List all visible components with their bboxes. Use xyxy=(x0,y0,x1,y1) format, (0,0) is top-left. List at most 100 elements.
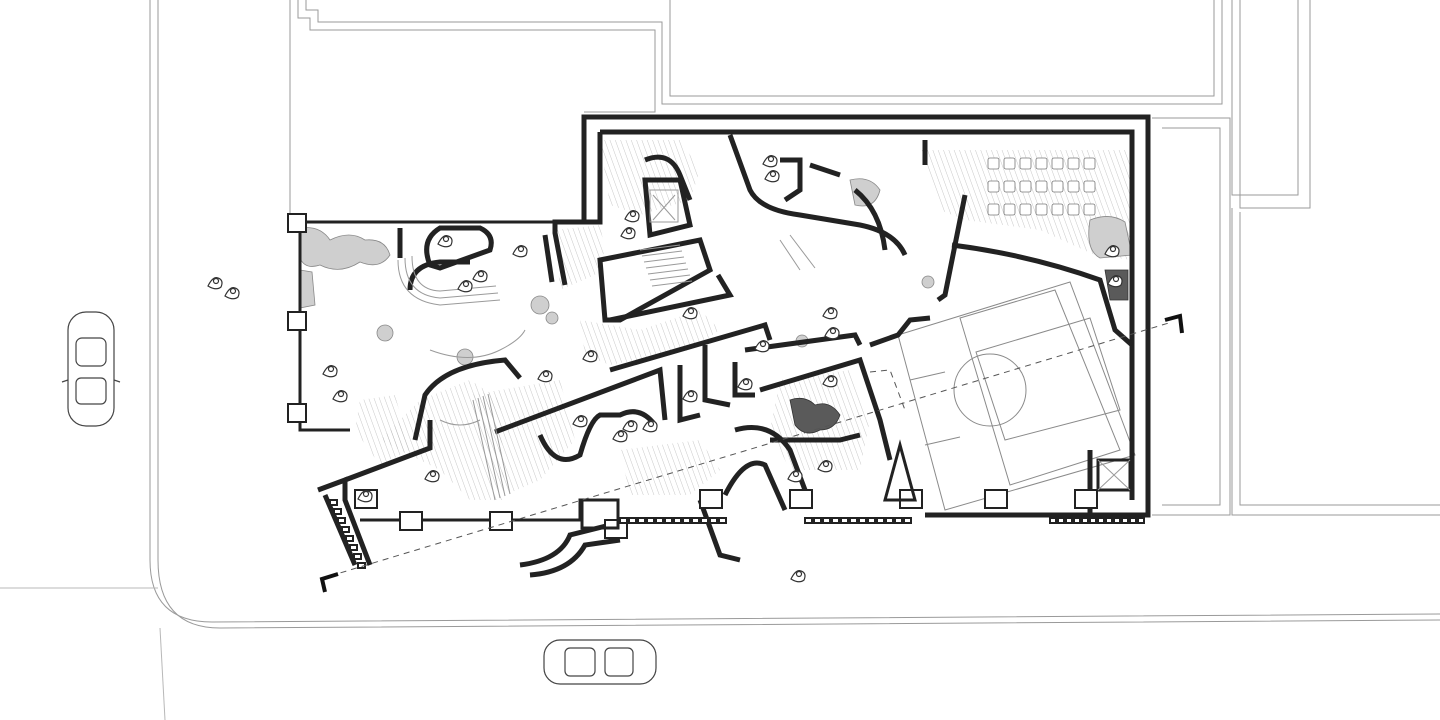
person-icon xyxy=(537,370,553,383)
person-icon xyxy=(817,460,833,473)
paver xyxy=(709,517,718,524)
west-wall-piers xyxy=(287,213,307,423)
paver xyxy=(682,517,691,524)
paver xyxy=(1057,517,1065,524)
person-icon xyxy=(790,570,806,583)
paver xyxy=(885,517,894,524)
paver xyxy=(1121,517,1129,524)
seat xyxy=(1083,203,1096,216)
terrace-lines xyxy=(429,234,816,426)
seat xyxy=(1035,157,1048,170)
paver xyxy=(646,517,655,524)
car-icon xyxy=(543,639,657,685)
person-icon xyxy=(764,170,780,183)
seat xyxy=(1019,157,1032,170)
person-icon xyxy=(622,420,638,433)
paver xyxy=(700,517,709,524)
paver xyxy=(804,517,813,524)
person-icon xyxy=(682,390,698,403)
facade-pier xyxy=(489,511,513,531)
amphitheater-steps xyxy=(397,255,501,306)
paver xyxy=(822,517,831,524)
facade-pier xyxy=(399,511,423,531)
paver xyxy=(813,517,822,524)
person-icon xyxy=(472,270,488,283)
paver xyxy=(341,526,350,533)
seat xyxy=(1035,203,1048,216)
person-icon xyxy=(754,340,770,353)
section-cut-marker-icon xyxy=(319,572,339,593)
person-icon xyxy=(357,490,373,503)
paver xyxy=(349,544,358,551)
person-icon xyxy=(1104,245,1120,258)
person-icon xyxy=(572,415,588,428)
person-icon xyxy=(612,430,628,443)
facade-pier xyxy=(699,489,723,509)
facade-pier xyxy=(1074,489,1098,509)
paver xyxy=(1097,517,1105,524)
person-icon xyxy=(682,307,698,320)
paver xyxy=(894,517,903,524)
facade-piers xyxy=(329,489,1145,569)
facade-pier xyxy=(984,489,1008,509)
person-icon xyxy=(624,210,640,223)
paver xyxy=(1073,517,1081,524)
paver xyxy=(337,517,346,524)
person-icon xyxy=(762,155,778,168)
person-icon xyxy=(824,327,840,340)
seat xyxy=(1083,157,1096,170)
hatched-paving xyxy=(355,140,1132,500)
paver xyxy=(840,517,849,524)
seat xyxy=(1051,180,1064,193)
paver xyxy=(691,517,700,524)
paver xyxy=(655,517,664,524)
paver xyxy=(1105,517,1113,524)
paver xyxy=(1049,517,1057,524)
paver xyxy=(903,517,912,524)
person-icon xyxy=(457,280,473,293)
seat xyxy=(1051,203,1064,216)
seat xyxy=(1067,203,1080,216)
seat xyxy=(1035,180,1048,193)
interior-walls xyxy=(344,132,1134,515)
seat xyxy=(1067,180,1080,193)
person-icon xyxy=(332,390,348,403)
paver xyxy=(673,517,682,524)
seating-rows xyxy=(987,157,1096,216)
seat xyxy=(1051,157,1064,170)
person-icon xyxy=(582,350,598,363)
sports-court xyxy=(897,281,1136,511)
seat xyxy=(1083,180,1096,193)
paver xyxy=(353,553,362,560)
person-icon xyxy=(737,378,753,391)
paver xyxy=(345,535,354,542)
paver xyxy=(1129,517,1137,524)
paver xyxy=(1137,517,1145,524)
seat xyxy=(1003,180,1016,193)
person-icon xyxy=(512,245,528,258)
seat xyxy=(987,157,1000,170)
corner-service-box xyxy=(580,439,1132,530)
section-cut-line xyxy=(329,321,1173,577)
person-icon xyxy=(1107,275,1123,288)
paver xyxy=(1089,517,1097,524)
seat xyxy=(987,203,1000,216)
paver xyxy=(664,517,673,524)
person-icon xyxy=(822,307,838,320)
person-icon xyxy=(424,470,440,483)
facade-pier xyxy=(789,489,813,509)
paver xyxy=(858,517,867,524)
paver xyxy=(637,517,646,524)
paver xyxy=(1113,517,1121,524)
person-icon xyxy=(437,235,453,248)
person-icon xyxy=(822,375,838,388)
paver xyxy=(831,517,840,524)
seat xyxy=(987,180,1000,193)
court-boundary-line xyxy=(869,369,906,411)
paver xyxy=(876,517,885,524)
paver xyxy=(628,517,637,524)
seat xyxy=(1003,157,1016,170)
seat xyxy=(1067,157,1080,170)
